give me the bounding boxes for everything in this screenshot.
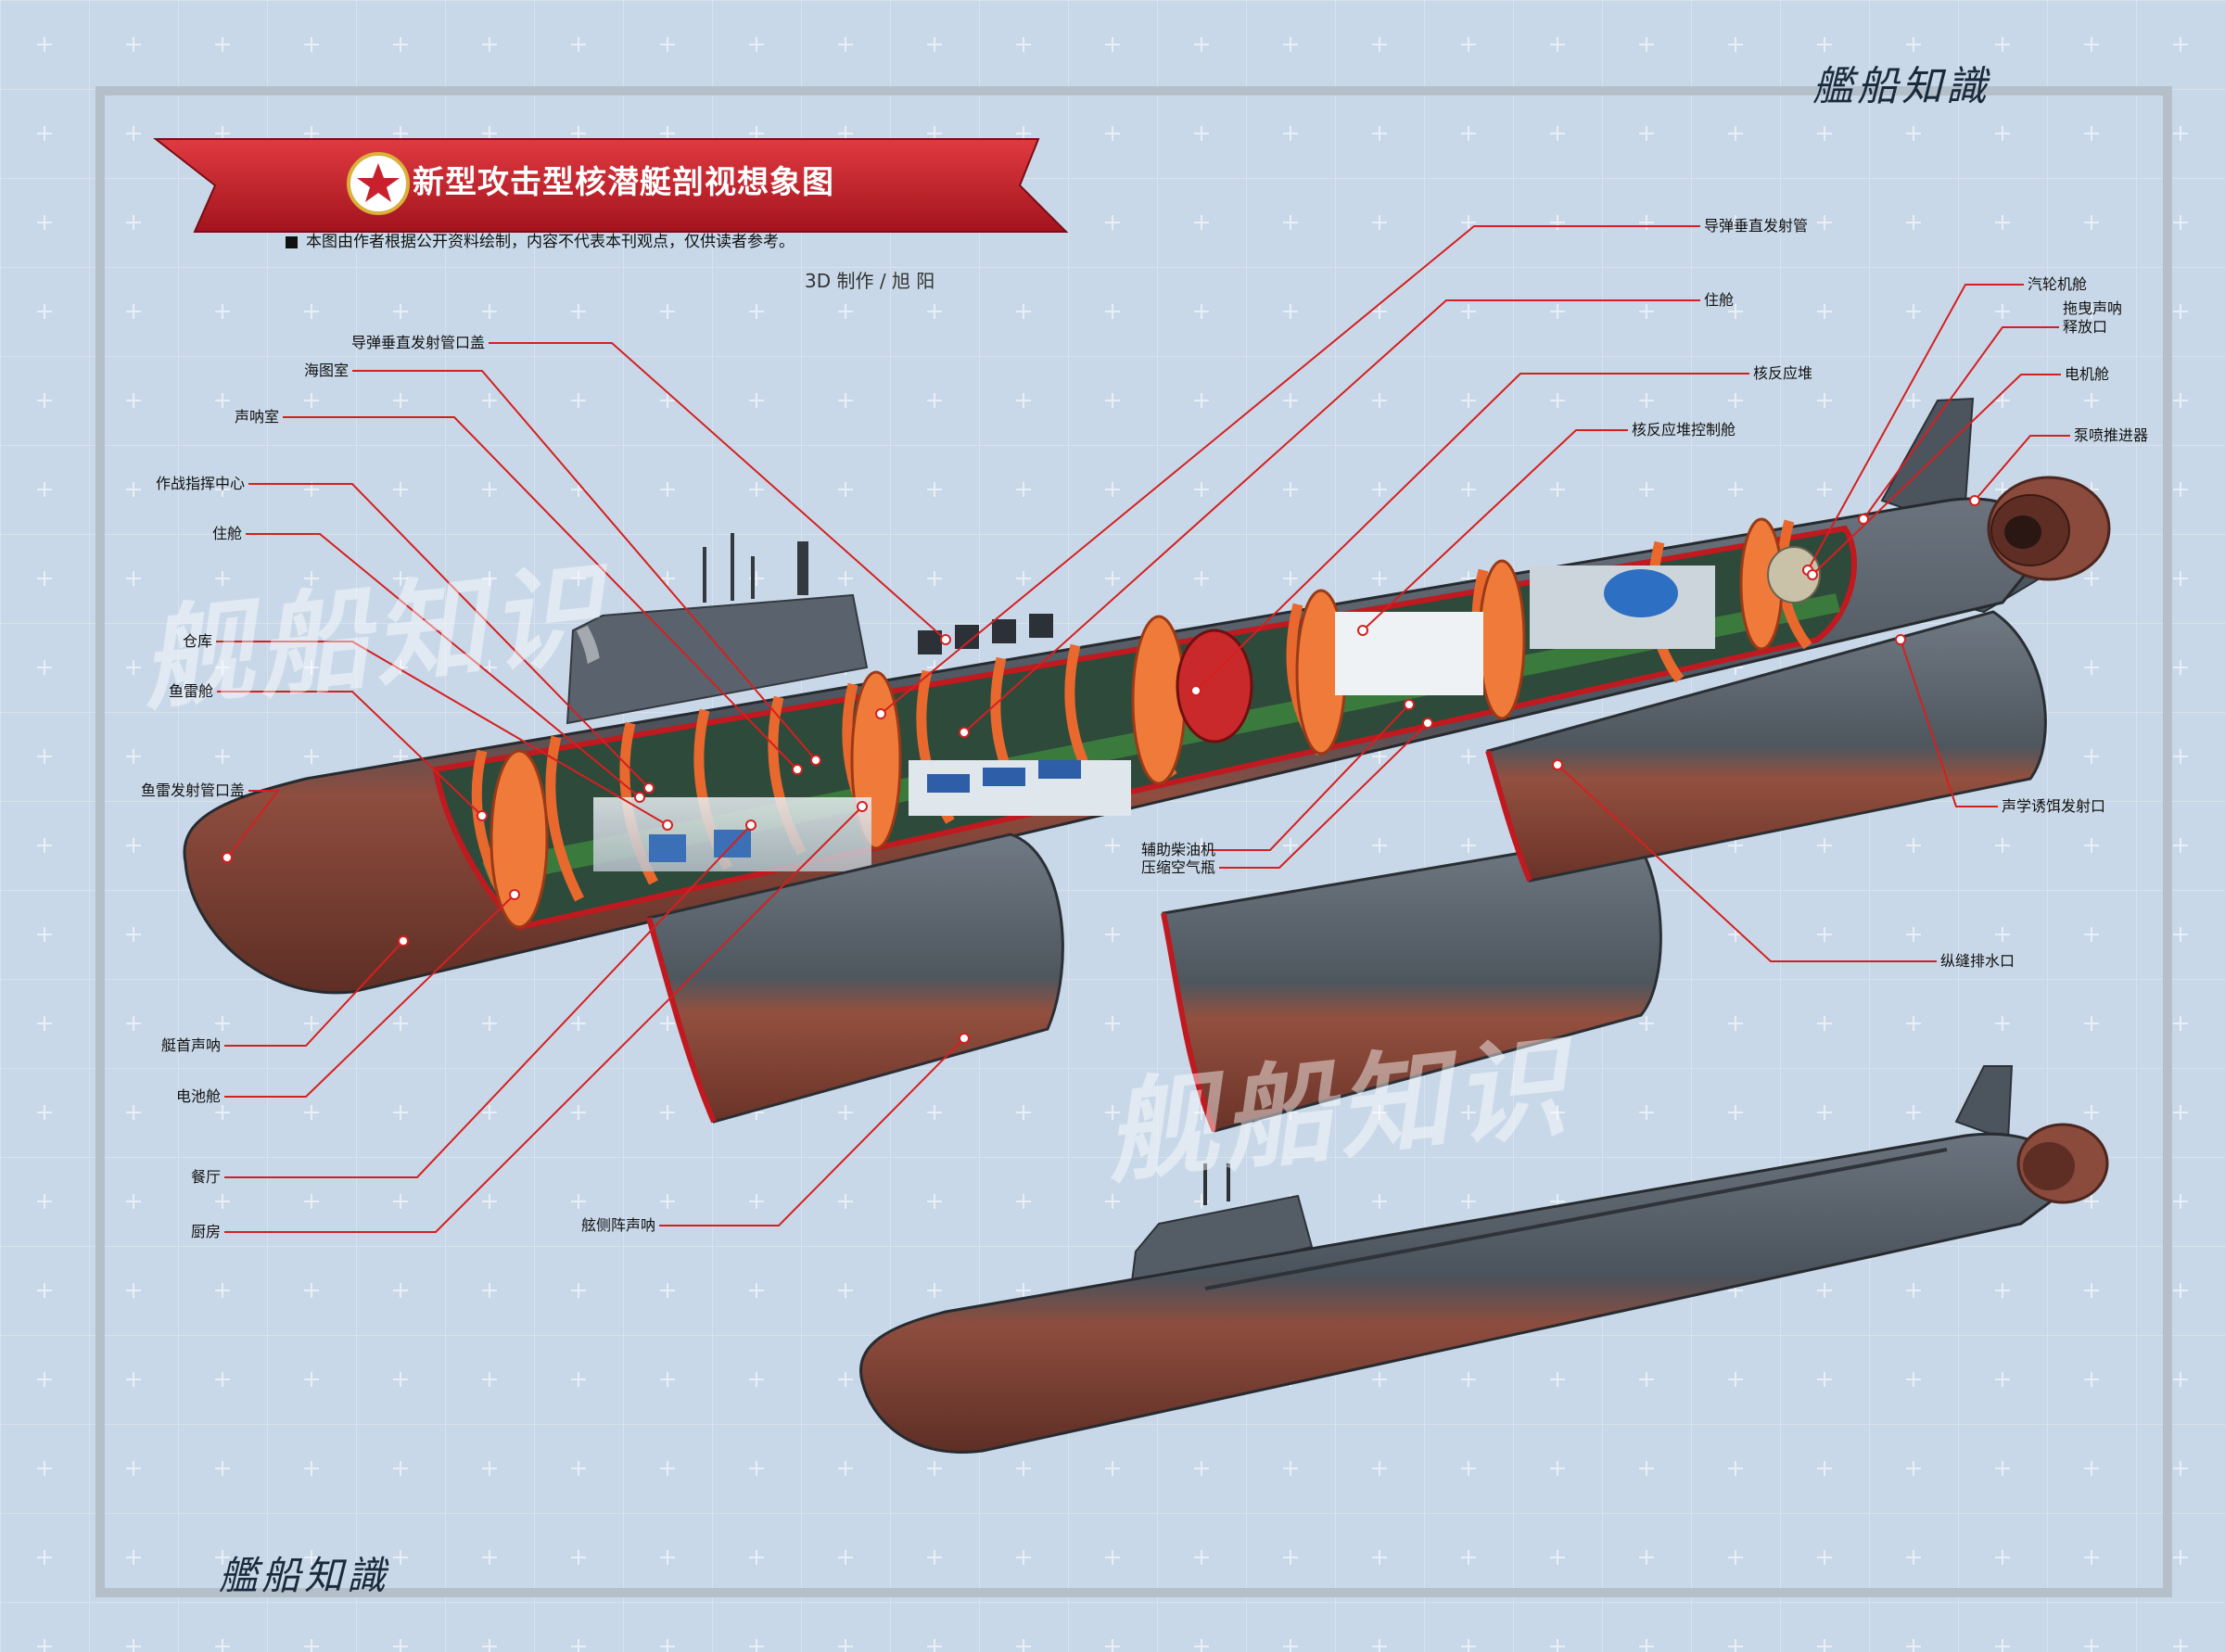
label-air-flasks: 压缩空气瓶 [1140, 858, 1215, 876]
label-turbine-room: 汽轮机舱 [2028, 275, 2088, 293]
label-pump-jet: 泵喷推进器 [2074, 426, 2149, 444]
page-title: 新型攻击型核潜艇剖视想象图 [413, 164, 834, 201]
interior-equipment [593, 546, 1821, 871]
label-decoy-launcher: 声学诱饵发射口 [2002, 797, 2106, 815]
hull-shell-2 [1161, 832, 1662, 1133]
credit-line: 3D 制作 / 旭 阳 [805, 270, 935, 292]
label-aux-diesel: 辅助柴油机 [1140, 841, 1215, 858]
label-chart-room: 海图室 [303, 362, 349, 379]
disclaimer-note: 本图由作者根据公开资料绘制，内容不代表本刊观点，仅供读者参考。 [306, 233, 795, 251]
label-galley: 厨房 [190, 1223, 221, 1240]
main-submarine [183, 397, 2111, 995]
sail [566, 593, 869, 725]
leader-dots [222, 495, 1980, 1044]
emblem-icon [347, 152, 410, 215]
label-flank-array: 舷侧阵声呐 [580, 1216, 655, 1234]
reactor [1176, 629, 1253, 743]
label-bow-sonar: 艇首声呐 [160, 1036, 221, 1054]
note-bullet [286, 236, 298, 248]
brand-logo-bottom: 艦船知識 [219, 1553, 390, 1598]
label-storage: 仓库 [182, 632, 212, 650]
exterior-submarine [859, 1065, 2109, 1454]
label-quarters-fwd: 住舱 [211, 525, 242, 542]
label-quarters-aft: 住舱 [1704, 291, 1735, 309]
hull-shell-3 [1485, 610, 2047, 883]
brand-logo-top: 艦船知識 [1812, 63, 1990, 110]
leader-lines [216, 225, 2070, 1233]
label-reactor-control: 核反应堆控制舱 [1632, 421, 1736, 438]
frame-border [95, 86, 2172, 1597]
label-combat-center: 作战指挥中心 [155, 475, 245, 492]
label-battery-room: 电池舱 [175, 1087, 221, 1105]
label-towed-sonar-port: 释放口 [2063, 318, 2108, 336]
label-torpedo-tube-hatch: 鱼雷发射管口盖 [140, 782, 245, 799]
label-sonar-room: 声呐室 [234, 408, 279, 426]
label-towed-sonar: 拖曳声呐 [2063, 299, 2123, 317]
label-drain-slots: 纵缝排水口 [1940, 952, 2015, 970]
label-mess: 餐厅 [190, 1168, 221, 1186]
label-vls: 导弹垂直发射管 [1704, 217, 1809, 235]
label-motor-room: 电机舱 [2065, 365, 2110, 383]
label-reactor: 核反应堆 [1753, 364, 1813, 382]
label-missile-hatch: 导弹垂直发射管口盖 [350, 334, 485, 351]
label-torpedo-room: 鱼雷舱 [168, 682, 213, 700]
hull-shell-1 [646, 832, 1064, 1124]
pump-jet [1987, 476, 2111, 581]
